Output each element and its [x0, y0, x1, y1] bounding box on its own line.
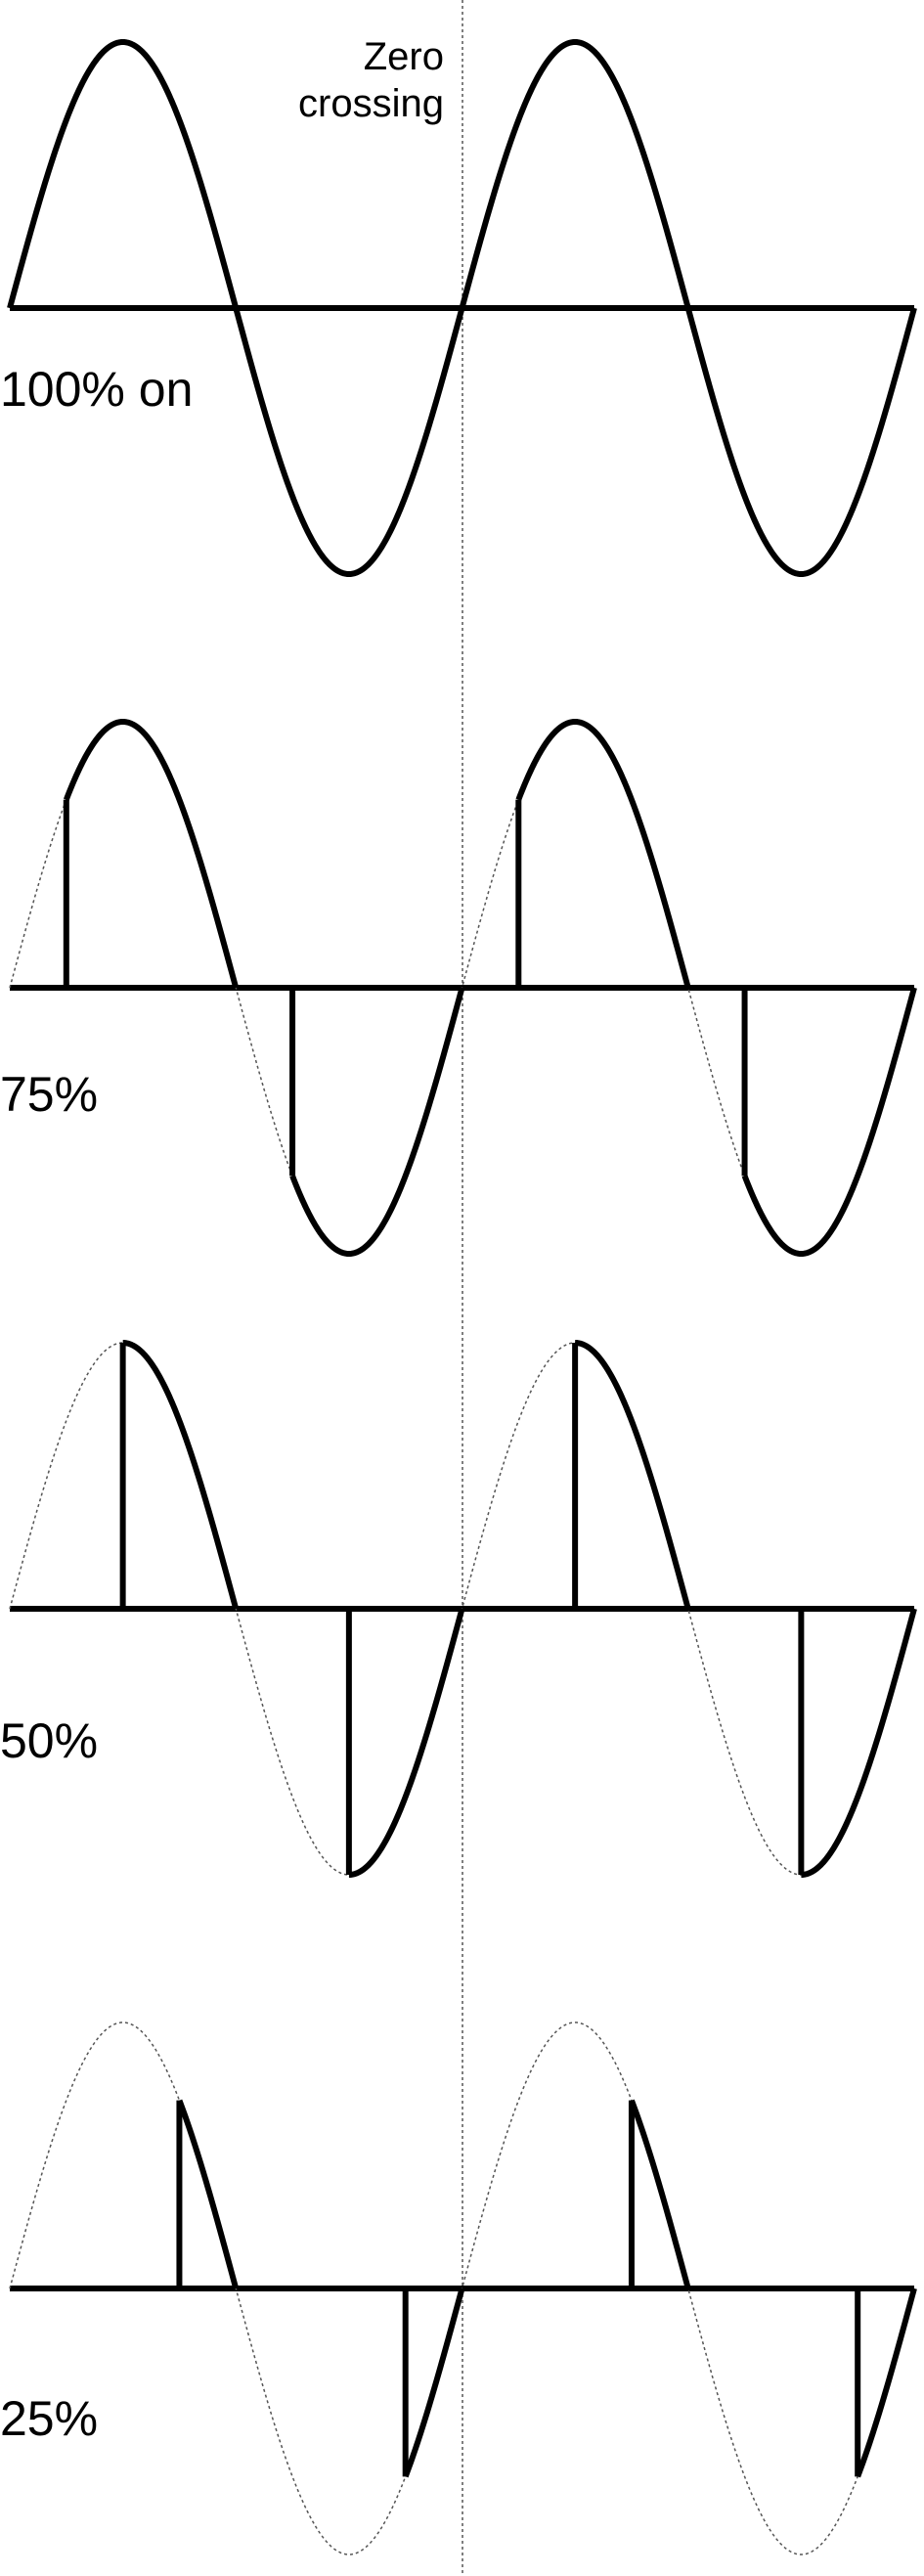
conduction-segment: [7, 39, 240, 309]
waveform-panel: [9, 2021, 917, 2555]
waveform-panel: [9, 719, 917, 1257]
conduction-segment: [233, 307, 465, 577]
conduction-segment: [515, 719, 691, 989]
zero-crossing-label-line-1: Zero: [363, 35, 444, 78]
waveform-panel: [9, 1340, 917, 1878]
zero-crossing-label-line-2: crossing: [298, 82, 444, 125]
waveform-panels: [7, 39, 917, 2555]
zero-crossing-label: Zero crossing: [262, 33, 444, 127]
conduction-segment: [176, 2099, 240, 2289]
conduction-segment: [684, 307, 917, 577]
conduction-segment: [855, 2287, 917, 2478]
panel-label-25: 25%: [0, 2391, 99, 2446]
panel-label-75: 75%: [0, 1067, 99, 1122]
panel-label-50: 50%: [0, 1713, 99, 1768]
conduction-segment: [459, 39, 691, 309]
conduction-segment: [120, 1340, 240, 1610]
conduction-segment: [741, 987, 917, 1257]
conduction-segment: [799, 1608, 917, 1878]
panel-label-100: 100% on: [0, 362, 194, 417]
conduction-segment: [64, 719, 240, 989]
conduction-segment: [347, 1608, 465, 1878]
conduction-segment: [402, 2287, 465, 2478]
conduction-segment: [289, 987, 465, 1257]
conduction-segment: [573, 1340, 691, 1610]
waveform-panel: [7, 39, 917, 577]
conduction-segment: [629, 2099, 691, 2289]
